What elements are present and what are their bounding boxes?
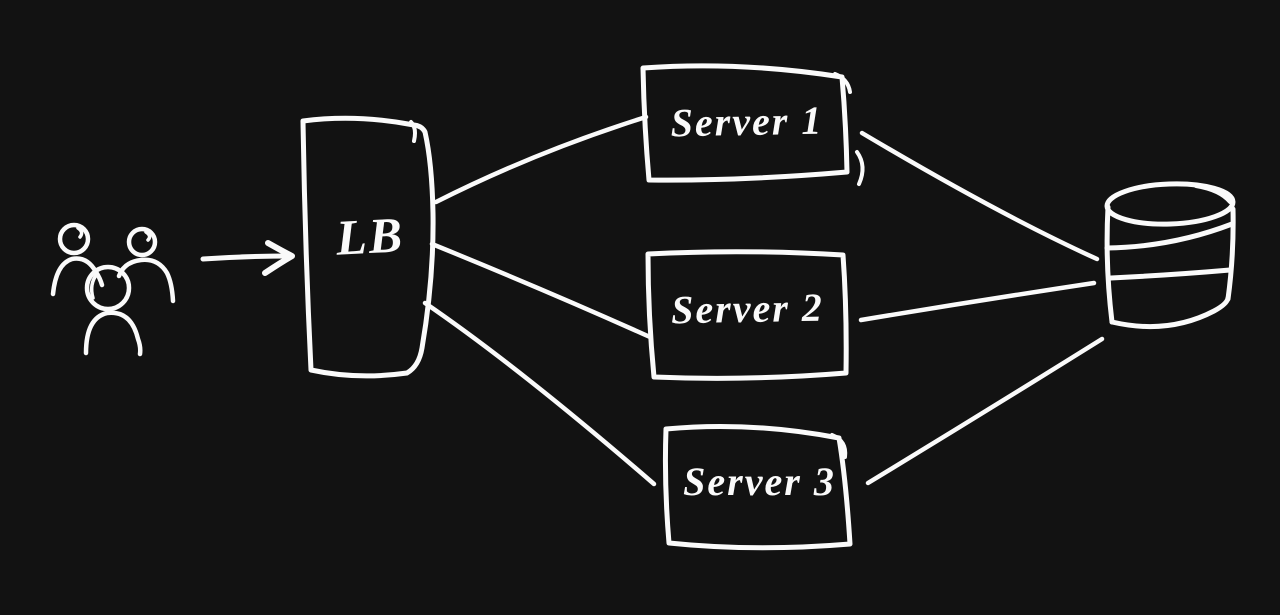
server3-label: Server 3 [683, 459, 836, 504]
server3-node[interactable]: Server 3 [655, 418, 870, 558]
server2-node[interactable]: Server 2 [640, 245, 865, 385]
edge-server2-database[interactable] [858, 280, 1097, 323]
server1-node[interactable]: Server 1 [635, 58, 870, 193]
edge-lb-server3[interactable] [422, 300, 657, 487]
users-node[interactable] [45, 212, 190, 357]
edge-lb-server1[interactable] [433, 114, 649, 205]
server3-box [662, 423, 853, 551]
database-node[interactable] [1098, 176, 1243, 336]
database-icon [1104, 181, 1236, 330]
server2-box [645, 249, 849, 381]
person-front [83, 264, 143, 357]
server1-label: Server 1 [670, 97, 824, 146]
person-back-left [50, 222, 105, 297]
person-back-right [116, 226, 176, 304]
edge-lb-server2[interactable] [429, 241, 653, 340]
server2-label: Server 2 [670, 284, 825, 333]
load-balancer-box [300, 115, 436, 379]
server1-box [640, 63, 865, 186]
edge-users-lb[interactable] [200, 253, 295, 262]
edge-server1-database[interactable] [859, 130, 1100, 262]
arrow-head-icon [262, 240, 295, 276]
load-balancer-node[interactable]: LB [295, 108, 445, 388]
edge-server3-database[interactable] [865, 336, 1105, 486]
users-icon [50, 222, 176, 357]
load-balancer-label: LB [334, 206, 406, 266]
